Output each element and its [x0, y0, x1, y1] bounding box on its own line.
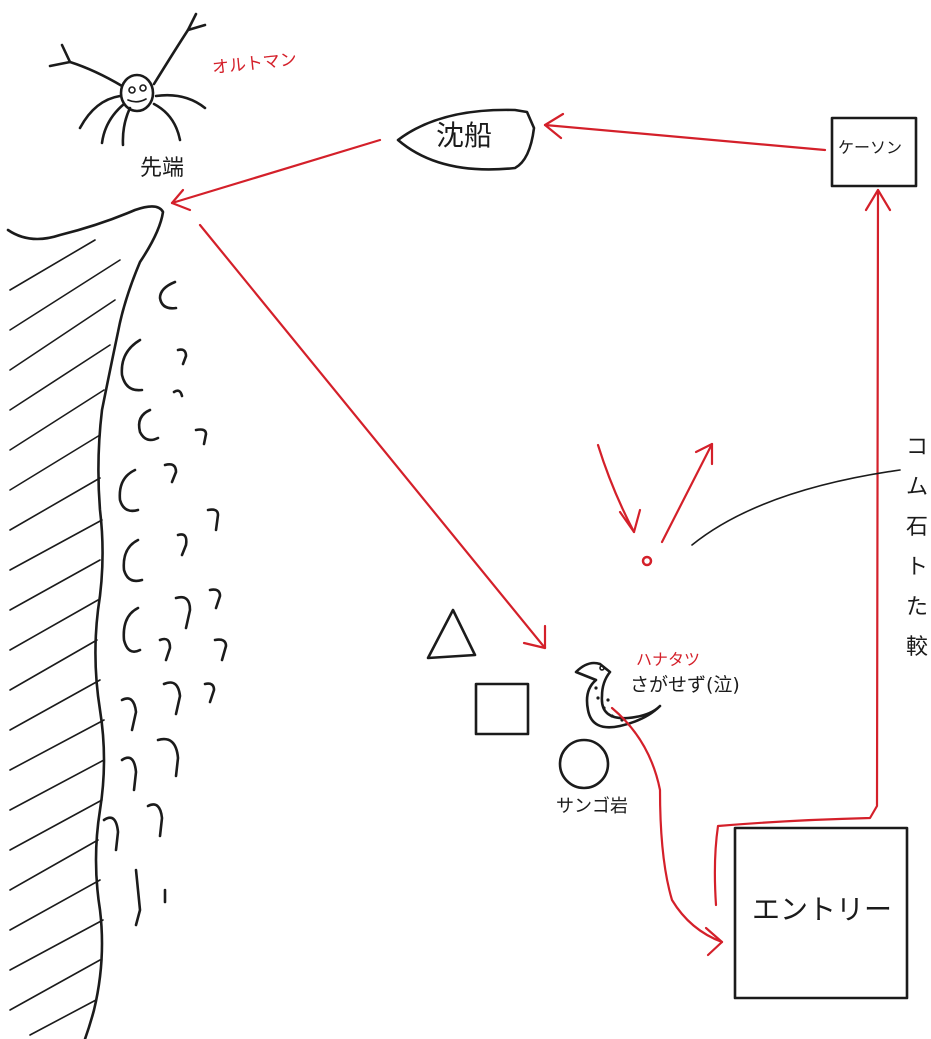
target-dot — [641, 555, 653, 567]
entry-box — [733, 826, 909, 1000]
side-note-char-3: 石 — [906, 515, 929, 540]
seahorse-icon — [574, 661, 662, 729]
coral-marks — [102, 280, 228, 927]
caisson-box — [830, 116, 918, 188]
side-note-char-6: 較 — [906, 635, 929, 660]
caisson-label: ケーソン — [838, 138, 903, 157]
side-note: コ ム 石 ト た 較 — [906, 428, 930, 668]
reef-wall — [6, 205, 165, 1039]
shipwreck-label: 沈船 — [436, 119, 493, 152]
shipwreck-shape — [396, 108, 536, 171]
oldman-creature-icon — [48, 12, 207, 147]
sagasezu-label: さがせず(泣) — [630, 674, 740, 696]
dive-route — [170, 112, 892, 957]
hatching — [9, 239, 121, 1036]
sango-rock-circle — [558, 738, 610, 790]
side-note-char-5: た — [906, 595, 929, 620]
side-note-char-1: コ — [906, 435, 929, 460]
hanatatsu-label: ハナタツ — [636, 650, 701, 669]
tip-label: 先端 — [140, 156, 185, 181]
note-pointer-line — [691, 469, 901, 546]
side-note-char-2: ム — [906, 475, 929, 500]
square-landmark — [474, 682, 530, 736]
triangle-landmark — [426, 608, 477, 660]
entry-label: エントリー — [752, 893, 893, 926]
side-note-char-4: ト — [906, 555, 929, 580]
sango-rock-label: サンゴ岩 — [556, 796, 628, 817]
